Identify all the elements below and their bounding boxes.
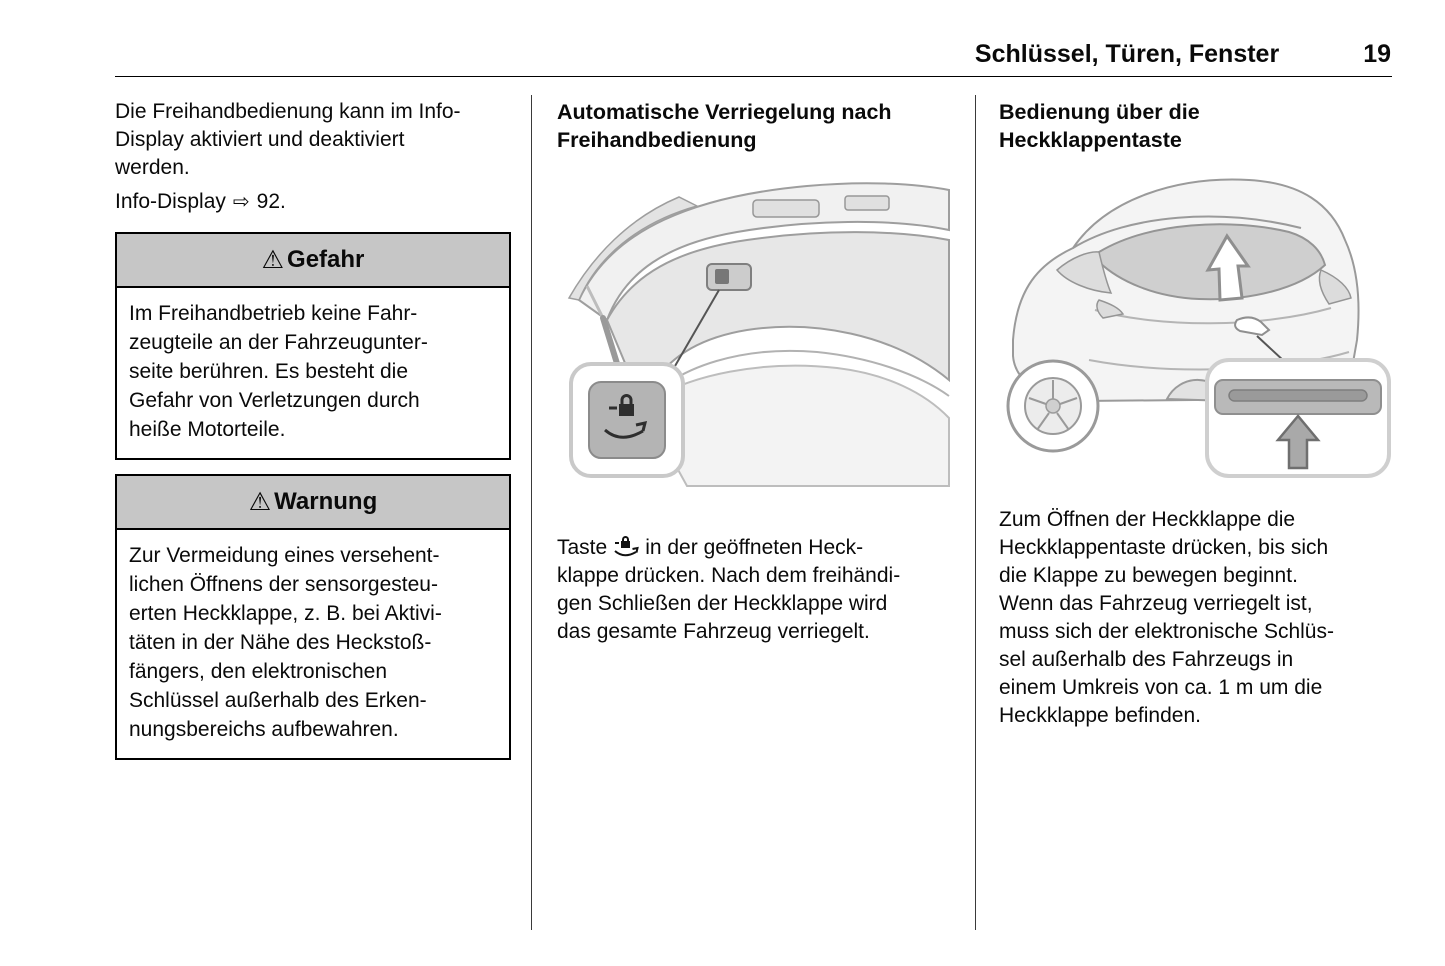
warning-box: ⚠ Warnung Zur Vermeidung eines versehent… xyxy=(115,474,511,760)
reference-label: Info-Display xyxy=(115,190,226,213)
tailgate-grip-recess xyxy=(752,199,820,218)
section-heading-tailgate-button: Bedienung über die Heckklappentaste xyxy=(999,100,1200,152)
warning-box-title: Warnung xyxy=(274,488,378,515)
tailgate-close-button xyxy=(706,263,752,291)
tailgate-button-callout xyxy=(1205,358,1391,478)
warning-triangle-icon: ⚠ xyxy=(248,488,272,516)
press-up-arrow-icon xyxy=(1275,414,1321,470)
lock-button-callout xyxy=(569,362,685,478)
warning-triangle-icon: ⚠ xyxy=(261,246,285,274)
danger-box-title: Gefahr xyxy=(287,246,365,273)
tailgate-open-paragraph: Zum Öffnen der Heckklappe die Heckklappe… xyxy=(999,508,1334,727)
tail-light xyxy=(1318,268,1352,305)
warning-box-header: ⚠ Warnung xyxy=(117,476,509,530)
danger-box-header: ⚠ Gefahr xyxy=(117,234,509,288)
tailgate-lock-icon xyxy=(614,536,640,557)
header-rule xyxy=(115,76,1392,77)
column-divider-1 xyxy=(531,95,532,930)
column-right: Bedienung über die Heckklappentaste xyxy=(999,98,1393,730)
section-heading-auto-lock: Automatische Verriegelung nach Freihandb… xyxy=(557,100,892,152)
lock-close-icon xyxy=(604,394,648,439)
tailgate-lamp xyxy=(844,195,890,211)
tailgate-button xyxy=(1228,389,1368,402)
reference-page: 92. xyxy=(256,190,286,213)
page-reference-icon: ⇨ xyxy=(232,191,250,213)
page-number: 19 xyxy=(1363,40,1391,68)
hand-icon xyxy=(1234,316,1271,337)
tailgate-open-arrow-icon xyxy=(1205,233,1251,302)
warning-box-body: Zur Vermeidung eines versehent- lichen Ö… xyxy=(129,544,442,741)
column-left: Die Freihandbedienung kann im Info- Disp… xyxy=(115,98,511,760)
open-tailgate-illustration xyxy=(557,168,951,488)
suv-rear-illustration xyxy=(999,168,1393,488)
column-divider-2 xyxy=(975,95,976,930)
rear-wheel xyxy=(1006,359,1100,453)
danger-box: ⚠ Gefahr Im Freihandbetrieb keine Fahr- … xyxy=(115,232,511,460)
auto-lock-text: in der geöffneten Heck- klappe drücken. … xyxy=(557,536,901,643)
info-display-reference: Info-Display ⇨ 92. xyxy=(115,188,511,216)
danger-box-body: Im Freihandbetrieb keine Fahr- zeugteile… xyxy=(129,302,428,441)
column-middle: Automatische Verriegelung nach Freihandb… xyxy=(557,98,951,646)
chapter-title: Schlüssel, Türen, Fenster xyxy=(974,40,1280,68)
page-header: Schlüssel, Türen, Fenster 19 xyxy=(115,40,1391,69)
taste-label: Taste xyxy=(557,536,608,559)
freihand-paragraph: Die Freihandbedienung kann im Info- Disp… xyxy=(115,100,461,179)
